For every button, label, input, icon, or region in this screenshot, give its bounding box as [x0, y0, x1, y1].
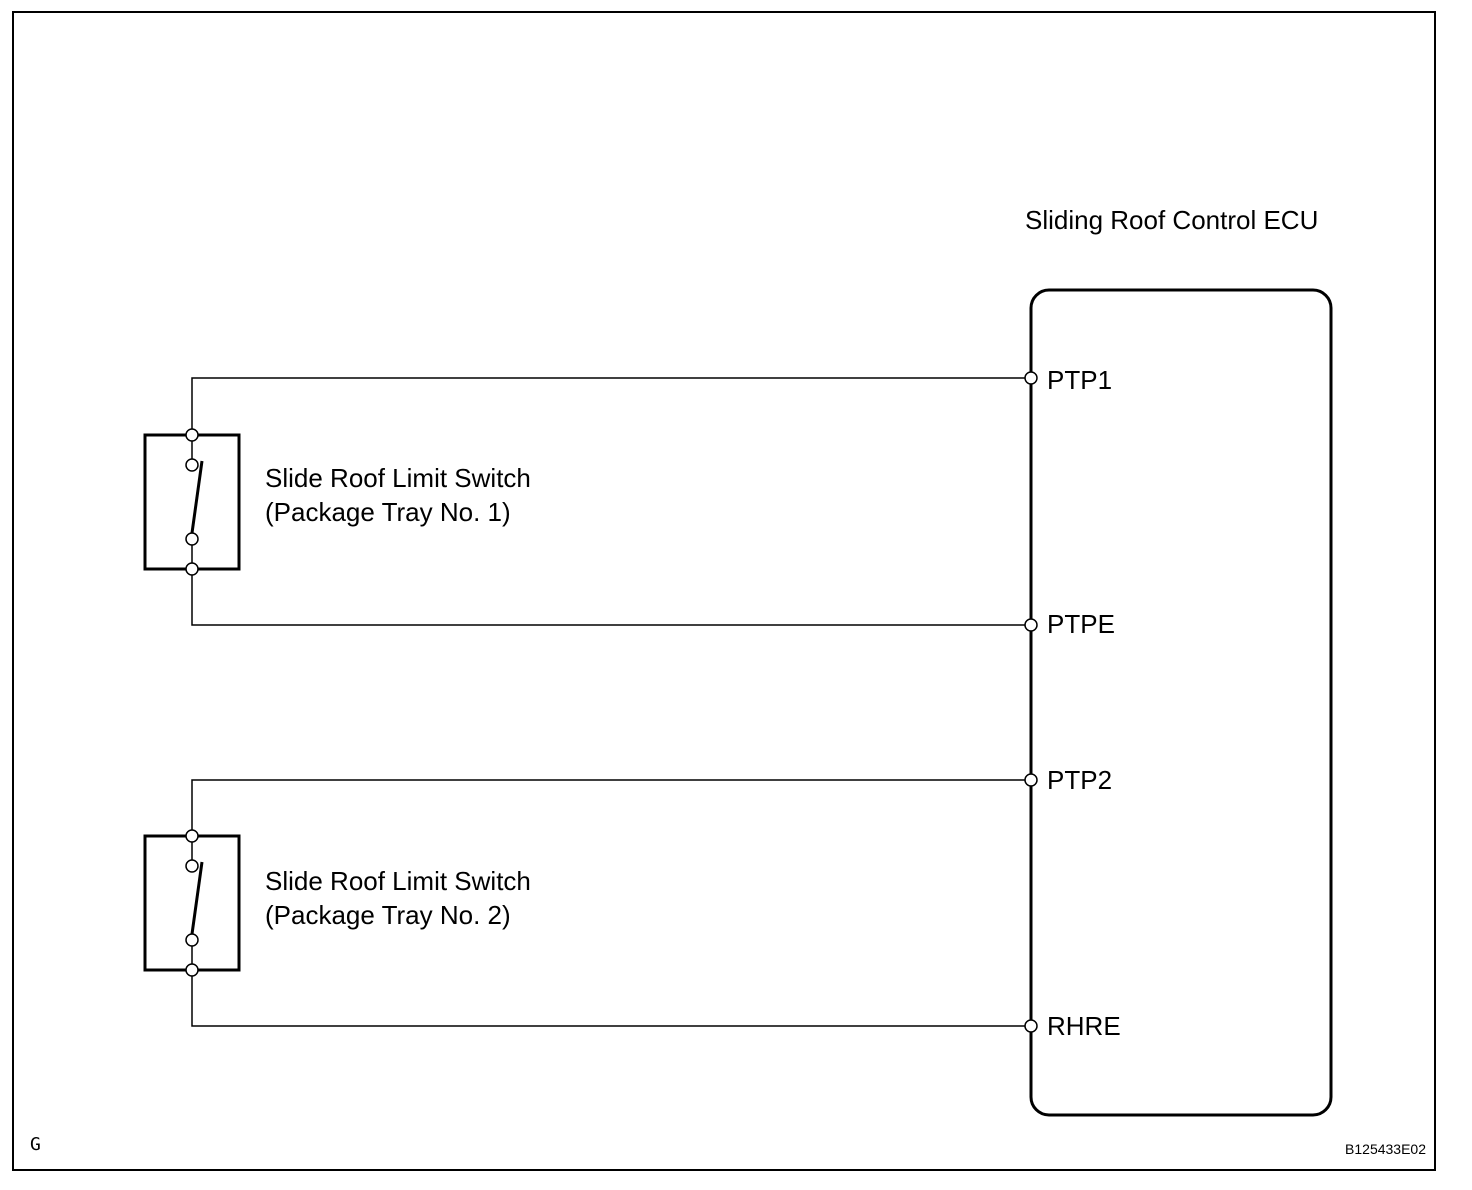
switch-2-label-line2: (Package Tray No. 2) [265, 900, 511, 930]
ecu-title: Sliding Roof Control ECU [1025, 205, 1318, 235]
terminal-rhre-pin [1024, 1019, 1038, 1033]
terminal-ptp2-pin [1024, 773, 1038, 787]
terminal-ptp2-label: PTP2 [1047, 765, 1112, 795]
switch-2-terminal-top [185, 829, 199, 843]
switch-2-contact-top [185, 859, 199, 873]
wire-ptp2 [191, 779, 1031, 836]
switch-1-contact-arm [190, 460, 204, 534]
switch-1-label-line1: Slide Roof Limit Switch [265, 463, 531, 493]
wire-ptp1 [191, 377, 1031, 435]
switch-2-label-line1: Slide Roof Limit Switch [265, 866, 531, 896]
ecu-box [1029, 288, 1333, 1117]
switch-2-contact-arm [190, 861, 204, 935]
switch-1-terminal-bottom [185, 562, 199, 576]
switch-1-terminal-top [185, 428, 199, 442]
diagram-frame [12, 11, 1436, 1171]
terminal-ptpe-pin [1024, 618, 1038, 632]
terminal-rhre-label: RHRE [1047, 1011, 1121, 1041]
footer-left-mark: G [30, 1134, 41, 1155]
terminal-ptp1-pin [1024, 371, 1038, 385]
terminal-ptp1-label: PTP1 [1047, 365, 1112, 395]
figure-id: B125433E02 [1345, 1141, 1426, 1157]
wire-ptpe [191, 569, 1031, 626]
switch-2-terminal-bottom [185, 963, 199, 977]
limit-switch-1 [143, 428, 241, 576]
switch-2-contact-bottom [185, 933, 199, 947]
switch-1-contact-bottom [185, 532, 199, 546]
switch-1-contact-top [185, 458, 199, 472]
wire-rhre [191, 970, 1031, 1027]
switch-1-label-line2: (Package Tray No. 1) [265, 497, 511, 527]
limit-switch-2 [143, 829, 241, 977]
terminal-ptpe-label: PTPE [1047, 609, 1115, 639]
